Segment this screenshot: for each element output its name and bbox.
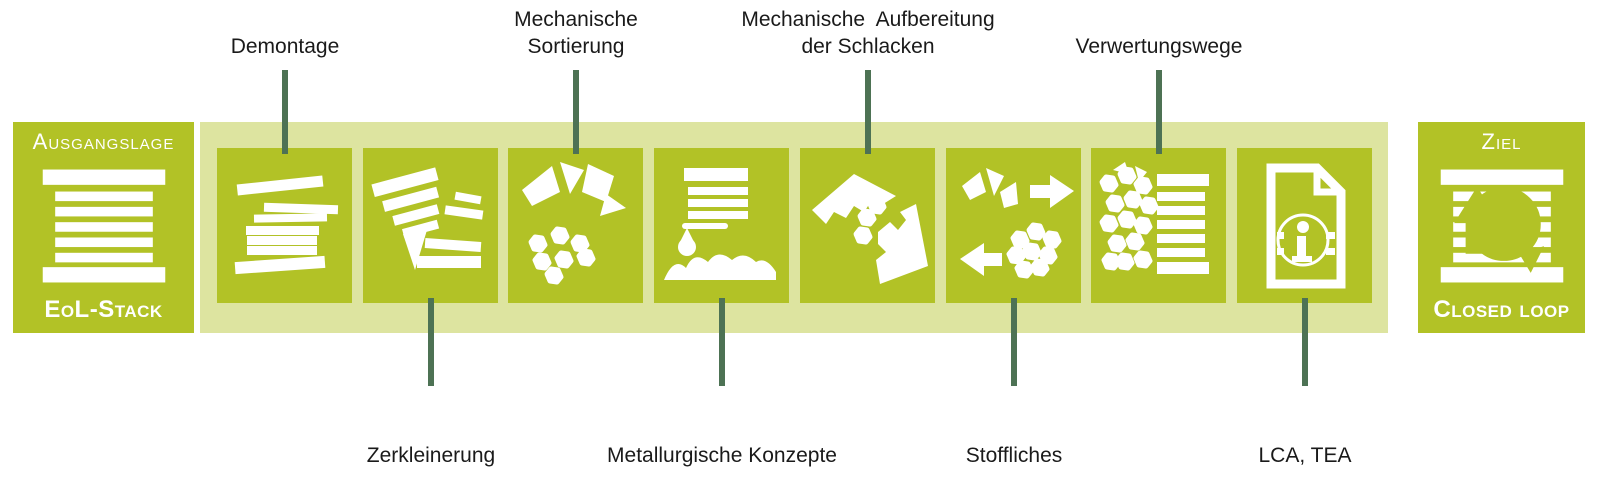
shredded-stack-icon — [371, 167, 484, 270]
connector-demontage — [282, 70, 288, 154]
ziel-box: Ziel Closed loop — [1418, 122, 1585, 333]
label-aufbereitung-schlacken: Mechanische Aufbereitung der Schlacken — [741, 8, 995, 58]
label-metallurgische-konzepte: Metallurgische Konzepte (Fokus auf PGM/S… — [607, 444, 837, 467]
ausgangslage-title: Ausgangslage — [32, 129, 175, 154]
slag-processing-icon — [812, 174, 928, 284]
smelting-icon — [664, 168, 776, 280]
label-verwertungswege: Verwertungswege — [1075, 35, 1243, 58]
stack-icon — [42, 169, 165, 282]
label-mechanische-sortierung: Mechanische Sortierung — [514, 8, 638, 58]
label-lca-tea-sim: LCA, TEA und SIM — [1258, 444, 1352, 467]
connector-verwertung — [1156, 70, 1162, 154]
connector-sortierung — [573, 70, 579, 154]
step-verwertung-square — [1091, 148, 1226, 303]
ausgangslage-box: Ausgangslage EoL-Stack — [13, 122, 194, 333]
label-demontage: Demontage — [230, 35, 340, 58]
sorted-fragments-icon — [522, 162, 626, 285]
eol-stack-label: EoL-Stack — [44, 296, 163, 323]
step-recycling-square — [946, 148, 1081, 303]
step-metallurgie-square — [654, 148, 789, 303]
connector-zerkleinerung — [428, 298, 434, 386]
connector-schlacken — [865, 70, 871, 154]
material-flow-icon — [960, 168, 1074, 279]
connector-lca — [1302, 298, 1308, 386]
closed-loop-stack-icon — [1440, 169, 1563, 282]
step-zerkleinerung-square — [363, 148, 498, 303]
info-document-icon — [1266, 163, 1346, 289]
label-zerkleinerung: Zerkleinerung des Stacks/Baugruppen — [366, 444, 496, 467]
connector-metallurgie — [719, 298, 725, 386]
disassembled-stack-icon — [234, 175, 339, 275]
step-demontage-square — [217, 148, 352, 303]
step-schlacken-square — [800, 148, 935, 303]
ziel-title: Ziel — [1481, 129, 1522, 154]
label-stoffliches-recycling: Stoffliches Recycling — [965, 444, 1063, 467]
granulate-stack-icon — [1099, 162, 1209, 274]
step-lca-square — [1237, 148, 1372, 303]
step-sortierung-square — [508, 148, 643, 303]
connector-recycling — [1011, 298, 1017, 386]
closed-loop-label: Closed loop — [1433, 296, 1570, 323]
